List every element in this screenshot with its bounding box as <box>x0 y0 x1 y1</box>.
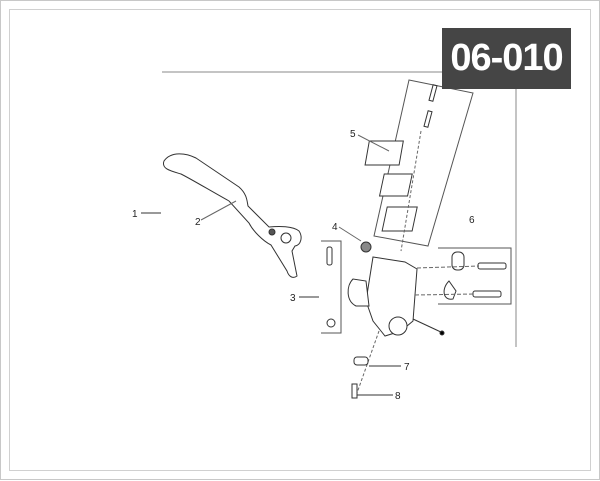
cap-screw <box>423 110 433 128</box>
reservoir-diaphragm <box>381 206 418 232</box>
axis-line <box>414 293 474 296</box>
leader-line <box>412 318 444 334</box>
callout-5: 5 <box>350 129 356 140</box>
axis-line <box>416 265 480 269</box>
clamp-bolt <box>477 262 507 270</box>
callout-8: 8 <box>395 391 401 402</box>
brake-switch <box>353 356 369 366</box>
brake-lever <box>162 153 302 278</box>
clamp-upper <box>451 251 465 271</box>
leader-line-2 <box>200 200 237 221</box>
pivot-bolt-box <box>321 240 342 334</box>
fitting-nut <box>360 241 372 253</box>
pivot-nut <box>326 318 336 328</box>
leader-line-5 <box>357 134 390 152</box>
callout-3: 3 <box>290 293 296 304</box>
diagram-inner-border <box>9 9 591 471</box>
reservoir-cap <box>364 140 404 166</box>
leader-line-4 <box>338 226 362 242</box>
clamp-group-box <box>438 247 512 305</box>
axis-line <box>400 130 422 252</box>
lever-pivot-hole <box>280 232 292 244</box>
lever-adjuster <box>268 228 276 236</box>
diagram-code-badge: 06-010 <box>442 28 571 89</box>
clamp-bolt <box>472 290 502 298</box>
banjo-fitting <box>388 316 408 336</box>
callout-4: 4 <box>332 222 338 233</box>
callout-dot <box>439 330 445 336</box>
switch-screw <box>351 383 358 399</box>
callout-1: 1 <box>132 209 138 220</box>
cap-screw <box>428 84 438 102</box>
pivot-bolt <box>326 246 333 266</box>
callout-2: 2 <box>195 217 201 228</box>
clamp-lower <box>443 280 457 300</box>
callout-7: 7 <box>404 362 410 373</box>
reservoir-plate <box>378 173 413 197</box>
lever-mount <box>347 278 370 307</box>
callout-6: 6 <box>469 215 475 226</box>
